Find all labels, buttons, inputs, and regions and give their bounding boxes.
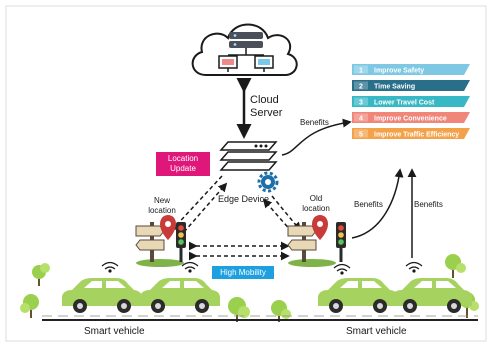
wifi-icon — [181, 261, 199, 273]
new-location-sign-icon — [135, 222, 184, 267]
benefit-item: 5 Improve Traffic Efficiency — [352, 128, 470, 139]
benefits-label: Benefits — [414, 200, 443, 209]
benefit-text: Improve Safety — [374, 68, 424, 75]
benefit-text: Time Saving — [374, 84, 415, 91]
benefit-number: 1 — [359, 68, 363, 75]
benefit-item: 1 Improve Safety — [352, 64, 470, 75]
car-icon — [318, 278, 398, 313]
pin-icon — [160, 215, 176, 240]
tree-icon — [445, 254, 466, 278]
benefit-number-box — [354, 65, 368, 74]
benefits-label: Benefits — [300, 118, 329, 127]
gear-icon — [257, 171, 279, 193]
benefit-text: Improve Traffic Efficiency — [374, 132, 459, 139]
tree-icon — [32, 263, 50, 286]
monitor-icon — [218, 55, 274, 72]
tree-icon — [20, 294, 39, 318]
benefit-text: Improve Convenience — [374, 116, 447, 123]
tree-icon — [271, 300, 291, 322]
wifi-icon — [333, 263, 351, 275]
benefit-number-box — [354, 113, 368, 122]
tree-icon — [228, 297, 250, 322]
benefit-item: 2 Time Saving — [352, 80, 470, 91]
benefit-list: 1 Improve Safety 2 Time Saving 3 Lower Travel… — [352, 64, 470, 139]
benefit-number-box — [354, 97, 368, 106]
traffic-light-icon — [176, 222, 186, 262]
car-icon — [140, 278, 220, 313]
pin-icon — [312, 215, 328, 240]
car-icon — [62, 278, 142, 313]
benefit-number: 2 — [359, 84, 363, 91]
benefit-bar — [352, 128, 470, 139]
benefit-bar — [352, 80, 470, 91]
wifi-icon — [101, 261, 119, 273]
benefit-bar — [352, 64, 470, 75]
benefit-number: 4 — [359, 116, 363, 123]
benefit-number: 3 — [359, 100, 363, 107]
frame — [5, 5, 487, 342]
traffic-light-icon — [336, 222, 346, 262]
car-icon — [392, 278, 472, 313]
edge-new-location-arrow — [170, 175, 223, 232]
edge-benefits-arrow — [281, 118, 352, 156]
new-location-label: New location — [148, 196, 176, 215]
old-location-edge-arrow — [262, 198, 293, 233]
edge-old-location-arrow — [271, 195, 302, 232]
edge-device-icon — [219, 141, 278, 171]
benefit-number-box — [354, 81, 368, 90]
high-mobility-badge: High Mobility — [212, 266, 274, 279]
benefits-arrow-old-location — [351, 168, 404, 239]
old-location-label: Old location — [302, 194, 330, 213]
new-location-edge-arrow — [183, 182, 228, 233]
benefit-item: 3 Lower Travel Cost — [352, 96, 470, 107]
location-update-badge: Location Update — [156, 152, 210, 176]
wifi-icon — [405, 261, 423, 273]
benefit-number-box — [354, 129, 368, 138]
cloud-server-label: Cloud Server — [250, 94, 283, 119]
benefit-item: 4 Improve Convenience — [352, 112, 470, 123]
benefits-label: Benefits — [354, 200, 383, 209]
benefit-text: Lower Travel Cost — [374, 100, 435, 107]
benefit-number: 5 — [359, 132, 363, 139]
old-location-sign-icon — [287, 222, 336, 267]
benefit-bar — [352, 96, 470, 107]
smart-vehicle-label: Smart vehicle — [346, 326, 407, 337]
edge-device-label: Edge Device — [218, 194, 270, 204]
benefit-bar — [352, 112, 470, 123]
server-icon — [228, 32, 264, 56]
smart-vehicle-label: Smart vehicle — [84, 326, 145, 337]
